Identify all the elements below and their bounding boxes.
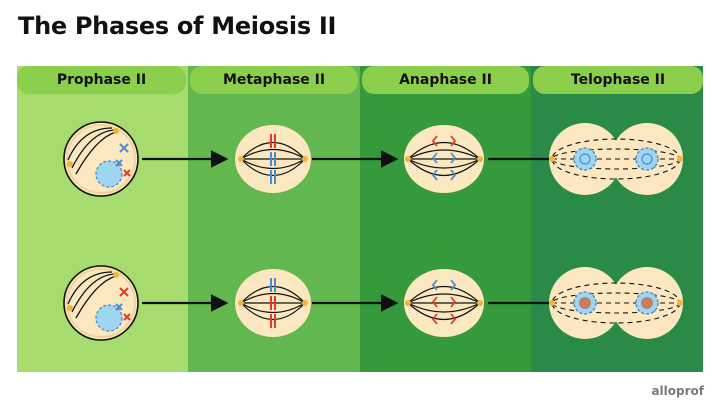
tab-telophase-ii: Telophase II bbox=[533, 66, 703, 94]
page-title: The Phases of Meiosis II bbox=[18, 12, 337, 40]
metaphase-cell-top bbox=[235, 125, 311, 193]
telophase-cell-bottom bbox=[549, 267, 683, 339]
anaphase-cell-top bbox=[404, 125, 484, 193]
prophase-cell-bottom bbox=[63, 265, 139, 341]
chromosome-icon bbox=[115, 143, 131, 177]
prophase-cell-top bbox=[63, 121, 139, 197]
chromosome-icon bbox=[115, 287, 131, 321]
anaphase-cell-bottom bbox=[404, 269, 484, 337]
metaphase-cell-bottom bbox=[235, 269, 311, 337]
tab-metaphase-ii: Metaphase II bbox=[190, 66, 358, 94]
alloprof-logo: alloprof bbox=[651, 384, 704, 398]
tab-anaphase-ii: Anaphase II bbox=[362, 66, 529, 94]
telophase-cell-top bbox=[549, 123, 683, 195]
tab-prophase-ii: Prophase II bbox=[17, 66, 186, 94]
